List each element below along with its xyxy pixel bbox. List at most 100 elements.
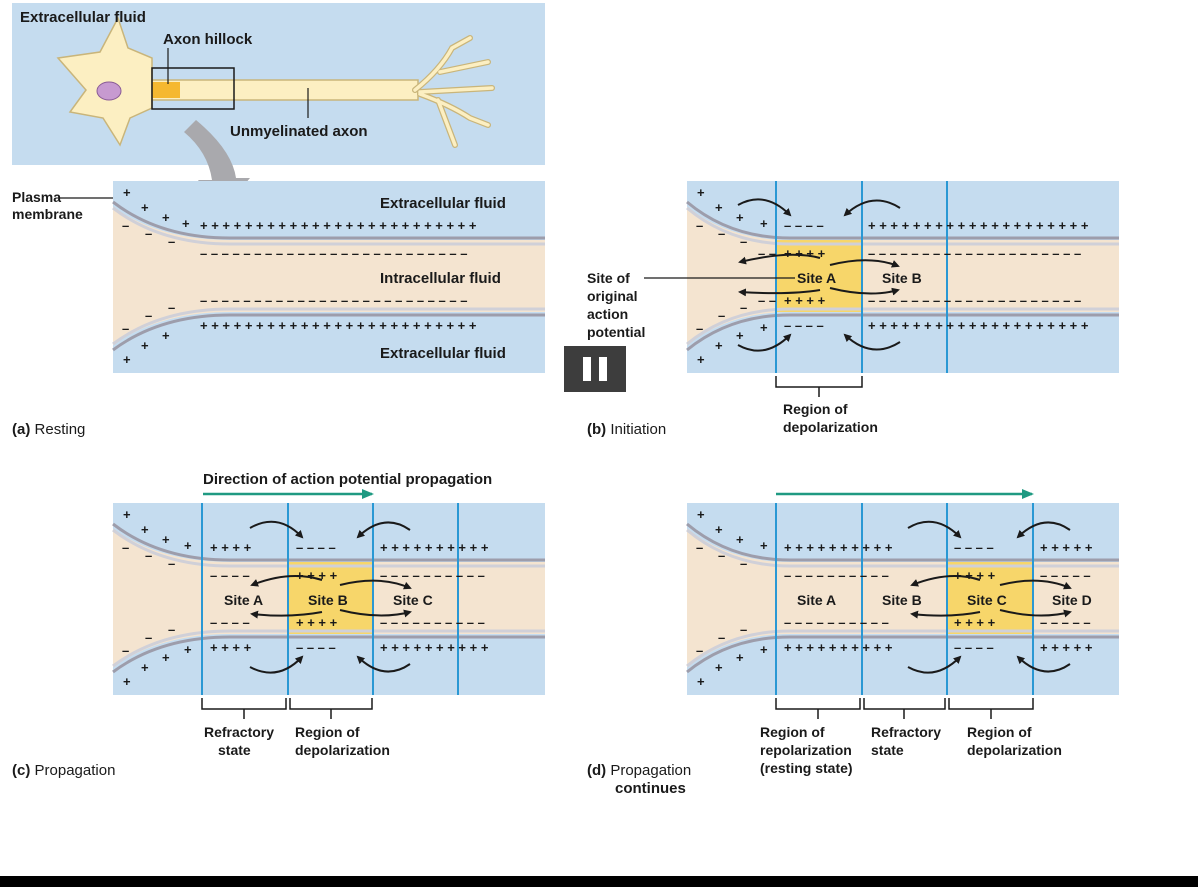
- svg-text:+ + + +: + + + +: [210, 640, 252, 655]
- panel-a-extracellular-top: Extracellular fluid: [380, 195, 506, 212]
- panel-d-repol-2: repolarization: [760, 742, 852, 758]
- panel-d-repolarization-bracket: [775, 698, 861, 719]
- pause-icon-bar: [599, 357, 607, 381]
- original-site-label-4: potential: [587, 324, 645, 340]
- panel-a-intracellular-label: Intracellular fluid: [380, 270, 501, 287]
- svg-text:–: –: [718, 308, 725, 323]
- panel-d-charges: ++++ ––– + + + + + + + + + +– – – –+ + +…: [696, 507, 1093, 689]
- panel-b-caption: (b) Initiation: [587, 421, 666, 438]
- panel-d-caption-1: (d) Propagation: [587, 762, 691, 779]
- svg-text:–: –: [168, 234, 175, 249]
- svg-text:– – – –: – – – –: [784, 318, 824, 333]
- panel-d-refractory-bracket: [863, 698, 946, 719]
- svg-text:+: +: [141, 660, 149, 675]
- panel-d-repol-3: (resting state): [760, 760, 853, 776]
- svg-text:– – – – – – – – – – – – – – –: – – – – – – – – – – – – – – – – – – – – …: [200, 246, 467, 261]
- svg-text:+: +: [162, 532, 170, 547]
- svg-text:– – – – – – – – – –: – – – – – – – – – –: [784, 568, 889, 583]
- svg-text:+ + + +: + + + +: [296, 568, 338, 583]
- panel-d-region-1: Region of: [967, 724, 1032, 740]
- panel-d-propagation-continues: ++++ ––– + + + + + + + + + +– – – –+ + +…: [587, 489, 1119, 797]
- panel-c-region-2: depolarization: [295, 742, 390, 758]
- svg-text:– – – – –: – – – – –: [1040, 568, 1091, 583]
- svg-text:+ + + +: + + + +: [296, 615, 338, 630]
- svg-text:+: +: [123, 185, 131, 200]
- svg-text:–: –: [696, 218, 703, 233]
- nucleus: [96, 81, 122, 101]
- svg-text:+: +: [184, 538, 192, 553]
- original-site-label-2: original: [587, 288, 638, 304]
- svg-text:+ + + + + + + + + +: + + + + + + + + + +: [380, 540, 489, 555]
- unmyelinated-axon-label: Unmyelinated axon: [230, 123, 368, 140]
- panel-d-site-c: Site C: [967, 592, 1007, 608]
- svg-text:+ + + + +: + + + + +: [1040, 540, 1093, 555]
- bottom-bar: [0, 876, 1198, 887]
- panel-c-dividers: [201, 503, 459, 695]
- svg-text:– – – –: – – – –: [210, 615, 250, 630]
- cell-body: [56, 16, 153, 147]
- pause-icon: [583, 357, 591, 381]
- svg-text:+: +: [715, 660, 723, 675]
- panel-c-propagation: Direction of action potential propagatio…: [12, 471, 545, 779]
- panel-d-repol-1: Region of: [760, 724, 825, 740]
- svg-text:+: +: [715, 338, 723, 353]
- panel-b-region-1: Region of: [783, 401, 848, 417]
- zoom-box: [151, 67, 235, 110]
- svg-text:– – – – – – – – – – – – – – –: – – – – – – – – – – – – – – – – – – – –: [868, 293, 1081, 308]
- svg-text:+ + + + + + + + + +: + + + + + + + + + +: [784, 640, 893, 655]
- panel-c-refractory-bracket: [201, 698, 287, 719]
- svg-text:–: –: [696, 540, 703, 555]
- svg-text:+: +: [697, 507, 705, 522]
- axon: [149, 79, 419, 101]
- svg-text:–: –: [145, 548, 152, 563]
- panel-c-refractory-2: state: [218, 742, 251, 758]
- svg-text:–: –: [168, 556, 175, 571]
- svg-text:+: +: [715, 200, 723, 215]
- panel-d-depolarization-bracket: [948, 698, 1034, 719]
- panel-b-site-a: Site A: [797, 270, 836, 286]
- svg-text:–: –: [718, 630, 725, 645]
- svg-text:+: +: [162, 650, 170, 665]
- panel-a-resting: ++++ ––– + + + + + + + + + + + + + + + +…: [12, 181, 545, 438]
- svg-text:–: –: [122, 218, 129, 233]
- svg-text:+ + + +: + + + +: [210, 540, 252, 555]
- neuron-extracellular-label: Extracellular fluid: [20, 9, 146, 26]
- svg-text:– – – – – – – – – –: – – – – – – – – – –: [380, 568, 485, 583]
- panel-c-depolarized-zone: [288, 562, 373, 634]
- svg-text:+: +: [697, 185, 705, 200]
- svg-text:+: +: [141, 522, 149, 537]
- svg-text:–: –: [718, 226, 725, 241]
- svg-text:+: +: [760, 216, 768, 231]
- svg-text:+: +: [162, 210, 170, 225]
- panel-b-site-b: Site B: [882, 270, 922, 286]
- panel-c-site-b: Site B: [308, 592, 348, 608]
- svg-text:+: +: [736, 210, 744, 225]
- svg-text:+: +: [760, 642, 768, 657]
- svg-text:+: +: [760, 538, 768, 553]
- plasma-membrane-label-2: membrane: [12, 206, 83, 222]
- svg-text:+ + + +: + + + +: [954, 615, 996, 630]
- panel-d-site-b: Site B: [882, 592, 922, 608]
- pause-button[interactable]: [564, 346, 626, 392]
- svg-text:+: +: [760, 320, 768, 335]
- panel-d-current-arrows: [907, 520, 1072, 674]
- panel-b-region-2: depolarization: [783, 419, 878, 435]
- svg-text:+: +: [184, 642, 192, 657]
- svg-text:+ + + + +: + + + + +: [1040, 640, 1093, 655]
- svg-text:– – – – – – – – – – – – – – –: – – – – – – – – – – – – – – – – – – – –: [868, 246, 1081, 261]
- svg-text:+: +: [141, 200, 149, 215]
- svg-text:+ + + +: + + + +: [954, 568, 996, 583]
- svg-text:– – – –: – – – –: [954, 540, 994, 555]
- panel-d-dividers: [775, 503, 1034, 695]
- panel-d-region-2: depolarization: [967, 742, 1062, 758]
- panel-b-bracket: [775, 376, 863, 397]
- panel-b-current-arrows: [737, 198, 901, 352]
- svg-text:–: –: [122, 643, 129, 658]
- direction-label: Direction of action potential propagatio…: [203, 471, 492, 488]
- panel-c-charges: + + + + – – – + + + + – – – – + + + + + + + + +…: [122, 507, 489, 689]
- svg-text:+: +: [141, 338, 149, 353]
- svg-text:–: –: [740, 622, 747, 637]
- panel-d-refractory-1: Refractory: [871, 724, 941, 740]
- panel-c-site-c: Site C: [393, 592, 433, 608]
- svg-text:–: –: [145, 630, 152, 645]
